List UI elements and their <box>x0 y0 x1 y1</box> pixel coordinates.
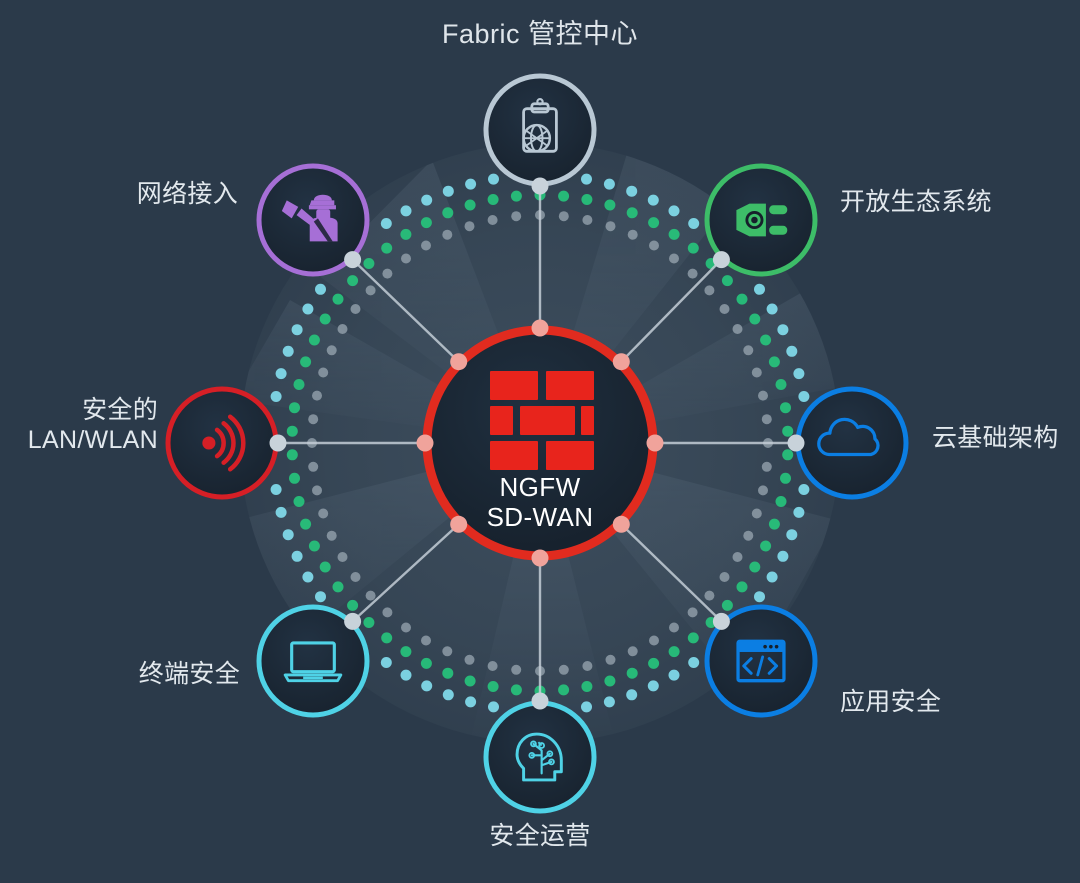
outer-cyan-dotted-ring <box>270 173 810 713</box>
spokes <box>278 186 796 701</box>
spoke-endpoint-dots <box>269 177 805 710</box>
node-label-application-security: 应用安全 <box>840 688 942 716</box>
spoke-center-dot <box>612 353 630 371</box>
dotted-rings <box>270 173 810 713</box>
laptop-icon <box>283 641 343 683</box>
node-label-open-ecosystem: 开放生态系统 <box>840 188 992 216</box>
spoke-center-dot <box>531 319 549 337</box>
spoke-node-dot <box>531 177 549 195</box>
spoke-center-dot <box>416 434 434 452</box>
spoke-node-dot <box>712 612 730 630</box>
wifi-signal-icon <box>202 414 246 472</box>
spoke-node-dot <box>344 612 362 630</box>
node-label-network-access: 网络接入 <box>136 180 238 208</box>
spoke-line <box>620 523 723 623</box>
spoke-line <box>351 523 460 623</box>
node-application-security[interactable] <box>704 604 818 718</box>
power-plug-icon <box>736 203 788 237</box>
node-security-operations[interactable] <box>483 700 597 814</box>
page-title: Fabric 管控中心 <box>441 19 639 49</box>
spoke-center-dot <box>450 353 468 371</box>
security-guard-icon <box>281 194 338 242</box>
spoke-center-dot <box>531 549 549 567</box>
code-window-icon <box>736 639 786 683</box>
node-label-secure-lan-wlan: 安全的 LAN/WLAN <box>27 396 158 454</box>
node-fabric-management-center[interactable] <box>483 73 597 187</box>
brick-wall-icon <box>490 371 594 470</box>
node-label-security-operations: 安全运营 <box>489 822 591 850</box>
node-open-ecosystem[interactable] <box>704 163 818 277</box>
spoke-line <box>620 258 723 363</box>
node-circles <box>165 73 909 814</box>
spoke-node-dot <box>712 251 730 269</box>
spoke-node-dot <box>269 434 287 452</box>
middle-green-dotted-ring <box>286 189 794 697</box>
ai-brain-head-icon <box>515 732 563 782</box>
node-endpoint-security[interactable] <box>256 604 370 718</box>
node-network-access[interactable] <box>256 163 370 277</box>
spoke-line <box>351 258 460 363</box>
spoke-node-dot <box>787 434 805 452</box>
node-secure-lan-wlan[interactable] <box>165 386 279 500</box>
node-label-cloud-infrastructure: 云基础架构 <box>932 424 1059 452</box>
node-label-endpoint-security: 终端安全 <box>138 660 240 688</box>
spoke-center-dot <box>612 515 630 533</box>
spoke-node-dot <box>344 251 362 269</box>
clipboard-globe-icon <box>522 98 558 153</box>
node-cloud-infrastructure[interactable] <box>795 386 909 500</box>
spoke-center-dot <box>646 434 664 452</box>
spoke-node-dot <box>531 692 549 710</box>
cloud-icon <box>817 417 880 457</box>
spoke-center-dot <box>450 515 468 533</box>
